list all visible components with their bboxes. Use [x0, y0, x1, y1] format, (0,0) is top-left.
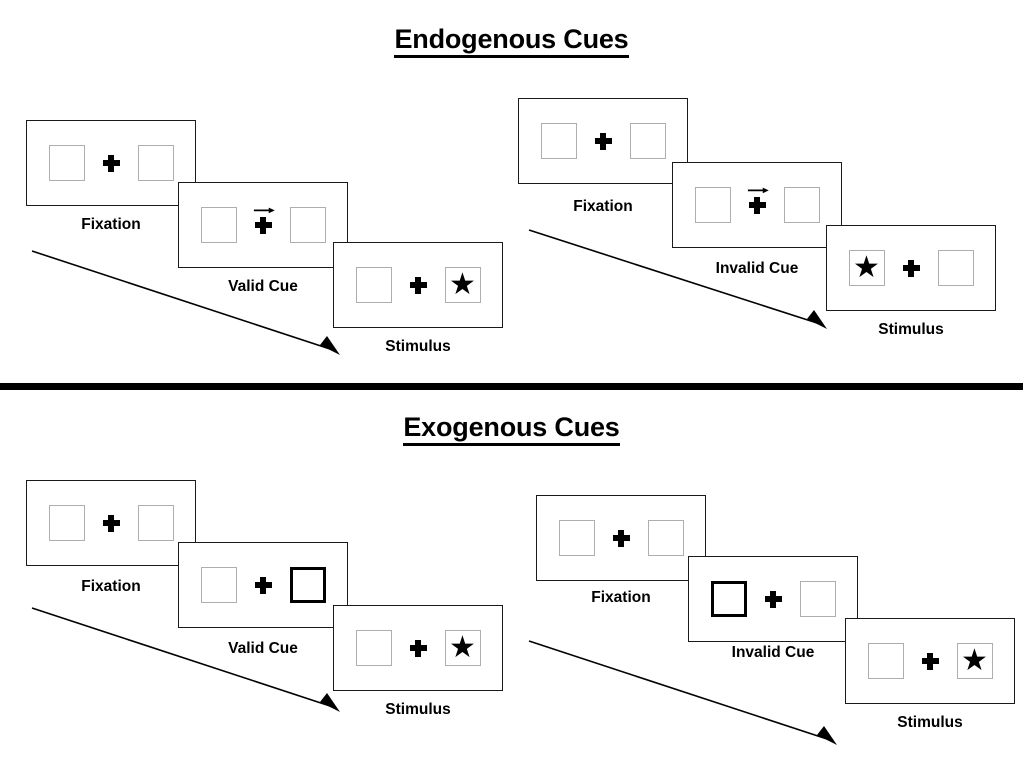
target-box-left: ★ — [848, 250, 885, 286]
frame-endogenous-valid-stimulus[interactable]: ★ — [333, 242, 503, 328]
plus-icon — [102, 154, 120, 172]
caption-exogenous-valid-fixation: Fixation — [81, 578, 141, 595]
placeholder-box-left — [540, 123, 577, 159]
caption-endogenous-invalid-stimulus: Stimulus — [878, 321, 944, 338]
caption-endogenous-valid-stimulus: Stimulus — [385, 338, 451, 355]
placeholder-box-right — [799, 581, 836, 617]
frame-exogenous-invalid-stimulus[interactable]: ★ — [845, 618, 1015, 704]
star-icon: ★ — [449, 630, 476, 664]
fixation-cue-slot — [594, 132, 612, 150]
exogenous-title-text: Exogenous Cues — [403, 412, 620, 446]
frame-endogenous-invalid-stimulus[interactable]: ★ — [826, 225, 996, 311]
star-icon: ★ — [961, 643, 988, 677]
arrow-right-icon — [253, 207, 275, 213]
placeholder-box-left — [867, 643, 904, 679]
endogenous-title: Endogenous Cues — [0, 24, 1023, 58]
placeholder-box-left — [355, 267, 392, 303]
fixation-cue-slot — [612, 529, 630, 547]
placeholder-box-left — [355, 630, 392, 666]
placeholder-box-left — [48, 145, 85, 181]
caption-exogenous-invalid-cue: Invalid Cue — [731, 644, 815, 661]
cued-box-left — [710, 581, 747, 617]
target-box-right: ★ — [444, 267, 481, 303]
frame-endogenous-valid-cue[interactable] — [178, 182, 348, 268]
placeholder-box-left — [558, 520, 595, 556]
plus-icon — [748, 196, 766, 214]
caption-endogenous-invalid-cue: Invalid Cue — [715, 260, 799, 277]
placeholder-box-right — [137, 505, 174, 541]
frame-endogenous-valid-fixation[interactable] — [26, 120, 196, 206]
target-box-right: ★ — [956, 643, 993, 679]
frame-endogenous-invalid-cue[interactable] — [672, 162, 842, 248]
arrow-right-icon — [747, 187, 769, 193]
plus-icon — [254, 216, 272, 234]
placeholder-box-left — [48, 505, 85, 541]
section-divider — [0, 383, 1023, 390]
plus-icon — [409, 639, 427, 657]
frame-exogenous-valid-stimulus[interactable]: ★ — [333, 605, 503, 691]
placeholder-box-right — [647, 520, 684, 556]
placeholder-box-right — [783, 187, 820, 223]
section-endogenous: Endogenous Cues Fixation — [0, 24, 1023, 355]
endogenous-title-text: Endogenous Cues — [394, 24, 629, 58]
fixation-cue-slot — [902, 259, 920, 277]
plus-icon — [102, 514, 120, 532]
frame-exogenous-valid-cue[interactable] — [178, 542, 348, 628]
caption-exogenous-valid-cue: Valid Cue — [228, 640, 298, 657]
fixation-cue-slot — [921, 652, 939, 670]
placeholder-box-left — [200, 207, 237, 243]
fixation-cue-slot — [409, 276, 427, 294]
star-icon: ★ — [449, 267, 476, 301]
star-icon: ★ — [853, 250, 880, 284]
plus-icon — [594, 132, 612, 150]
plus-icon — [254, 576, 272, 594]
fixation-cue-slot — [764, 590, 782, 608]
placeholder-box-left — [200, 567, 237, 603]
frame-exogenous-invalid-fixation[interactable] — [536, 495, 706, 581]
target-box-right: ★ — [444, 630, 481, 666]
frame-exogenous-valid-fixation[interactable] — [26, 480, 196, 566]
plus-icon — [612, 529, 630, 547]
caption-exogenous-invalid-stimulus: Stimulus — [897, 714, 963, 731]
caption-endogenous-valid-cue: Valid Cue — [228, 278, 298, 295]
section-exogenous: Exogenous Cues Fixation Valid Cue — [0, 390, 1023, 767]
plus-icon — [902, 259, 920, 277]
caption-exogenous-invalid-fixation: Fixation — [591, 589, 651, 606]
plus-icon — [921, 652, 939, 670]
arrow-cue-slot — [253, 207, 275, 234]
time-arrow-exogenous-valid — [31, 607, 340, 712]
placeholder-box-right — [937, 250, 974, 286]
fixation-cue-slot — [102, 514, 120, 532]
frame-exogenous-invalid-cue[interactable] — [688, 556, 858, 642]
placeholder-box-right — [137, 145, 174, 181]
caption-endogenous-valid-fixation: Fixation — [81, 216, 141, 233]
arrow-cue-slot — [747, 187, 769, 214]
cued-box-right — [289, 567, 326, 603]
time-arrow-exogenous-invalid — [528, 640, 837, 745]
plus-icon — [409, 276, 427, 294]
placeholder-box-left — [694, 187, 731, 223]
time-arrow-endogenous-invalid — [528, 229, 827, 329]
fixation-cue-slot — [102, 154, 120, 172]
placeholder-box-right — [629, 123, 666, 159]
caption-endogenous-invalid-fixation: Fixation — [573, 198, 633, 215]
frame-endogenous-invalid-fixation[interactable] — [518, 98, 688, 184]
fixation-cue-slot — [254, 576, 272, 594]
caption-exogenous-valid-stimulus: Stimulus — [385, 701, 451, 718]
fixation-cue-slot — [409, 639, 427, 657]
plus-icon — [764, 590, 782, 608]
placeholder-box-right — [289, 207, 326, 243]
time-arrow-endogenous-valid — [31, 250, 340, 355]
exogenous-title: Exogenous Cues — [0, 412, 1023, 446]
